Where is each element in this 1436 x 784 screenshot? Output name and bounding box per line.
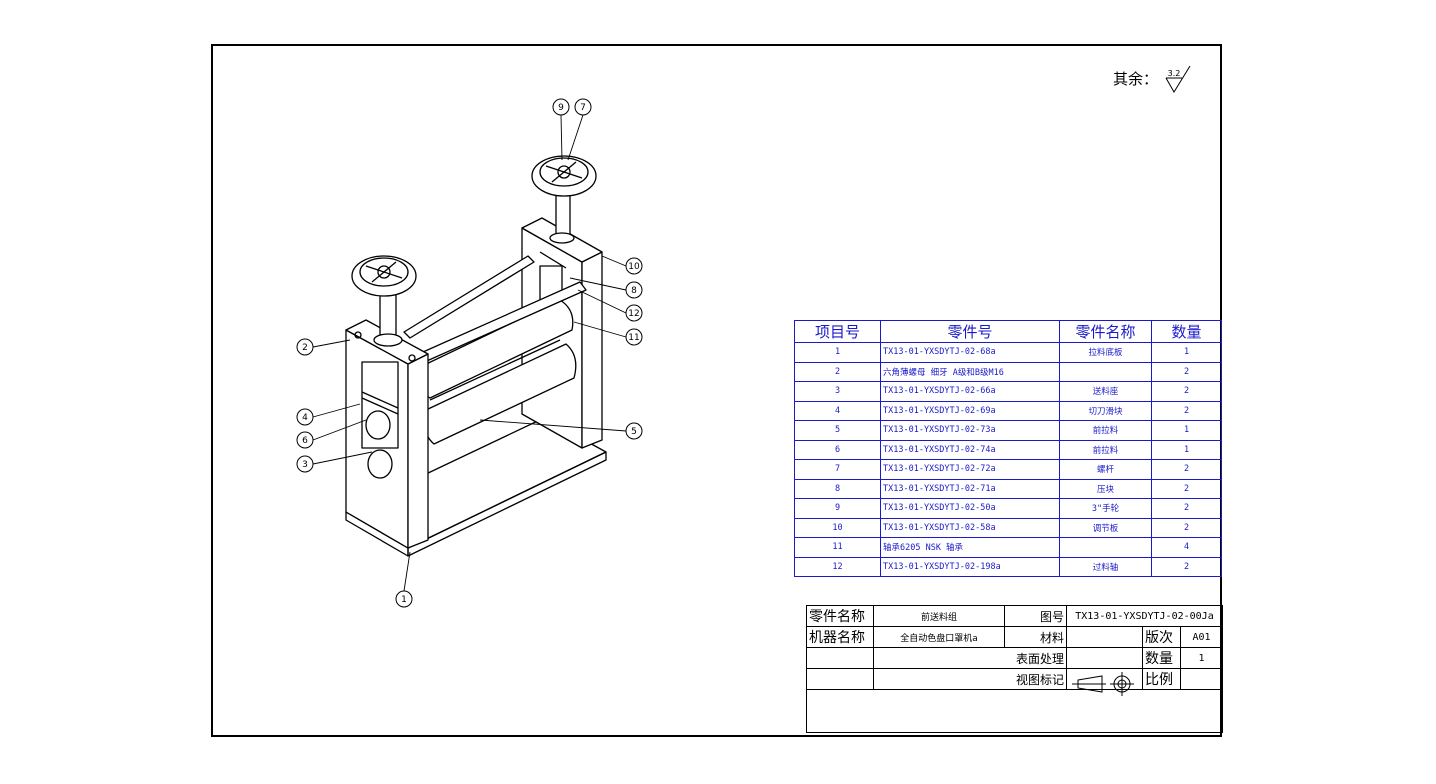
leader-lines [312,114,627,592]
revision-value: A01 [1180,626,1223,648]
balloon-4: 4 [296,408,314,426]
left-handwheel [351,255,417,347]
svg-text:2: 2 [302,343,308,353]
material-label: 材料 [1004,626,1067,648]
svg-text:10: 10 [628,262,640,272]
scale-label: 比例 [1142,668,1181,690]
svg-text:3.2: 3.2 [1168,69,1181,78]
view-mark-symbol-cell [1066,668,1143,690]
surface-note-label: 其余： [1113,70,1159,88]
balloon-5: 5 [625,422,643,440]
balloon-2: 2 [296,338,314,356]
balloon-3: 3 [296,455,314,473]
header-item-no: 项目号 [794,320,881,343]
surface-roughness-symbol: 3.2 [1165,65,1191,93]
quantity-value: 1 [1180,647,1223,669]
svg-text:7: 7 [580,103,586,113]
title-block: 零件名称 前送料组 图号 TX13-01-YXSDYTJ-02-00Ja 机器名… [806,605,1223,733]
balloon-11: 11 [625,328,643,346]
title-row-machine: 机器名称 全自动色盘口罩机a 材料 版次 A01 [806,626,1223,648]
title-row-view: 视图标记 比例 [806,668,1223,690]
left-side-frame [345,319,429,549]
part-name-value: 前送料组 [873,605,1005,627]
svg-text:3: 3 [302,460,308,470]
balloon-6: 6 [296,431,314,449]
right-handwheel [531,155,597,244]
svg-text:4: 4 [302,413,308,423]
quantity-label: 数量 [1142,647,1181,669]
machine-name-label: 机器名称 [806,626,874,648]
material-value [1066,626,1143,648]
balloon-9: 9 [552,98,570,116]
balloon-12: 12 [625,304,643,322]
scale-value [1180,668,1223,690]
drawing-no-label: 图号 [1004,605,1067,627]
parts-list-header: 项目号 零件号 零件名称 数量 [794,320,1222,343]
balloon-10: 10 [625,257,643,275]
balloon-1: 1 [395,590,413,608]
title-row-part: 零件名称 前送料组 图号 TX13-01-YXSDYTJ-02-00Ja [806,605,1223,627]
svg-text:12: 12 [628,309,639,319]
balloon-7: 7 [574,98,592,116]
surface-treatment-label: 表面处理 [873,647,1067,669]
view-mark-label: 视图标记 [873,668,1067,690]
drawing-no-value: TX13-01-YXSDYTJ-02-00Ja [1066,605,1223,627]
header-part-no: 零件号 [880,320,1060,343]
part-name-label: 零件名称 [806,605,874,627]
svg-text:6: 6 [302,436,308,446]
svg-text:11: 11 [628,333,639,343]
balloon-8: 8 [625,281,643,299]
svg-text:1: 1 [401,595,407,605]
header-quantity: 数量 [1151,320,1222,343]
svg-text:5: 5 [631,427,637,437]
balloon-callouts: 1 2 3 4 5 6 7 8 9 10 11 12 [296,98,643,608]
title-row-treatment: 表面处理 数量 1 [806,647,1223,669]
revision-label: 版次 [1142,626,1181,648]
title-row-blank [806,689,1223,733]
svg-text:9: 9 [558,103,564,113]
machine-name-value: 全自动色盘口罩机a [873,626,1005,648]
header-part-name: 零件名称 [1059,320,1152,343]
svg-text:8: 8 [631,286,637,296]
